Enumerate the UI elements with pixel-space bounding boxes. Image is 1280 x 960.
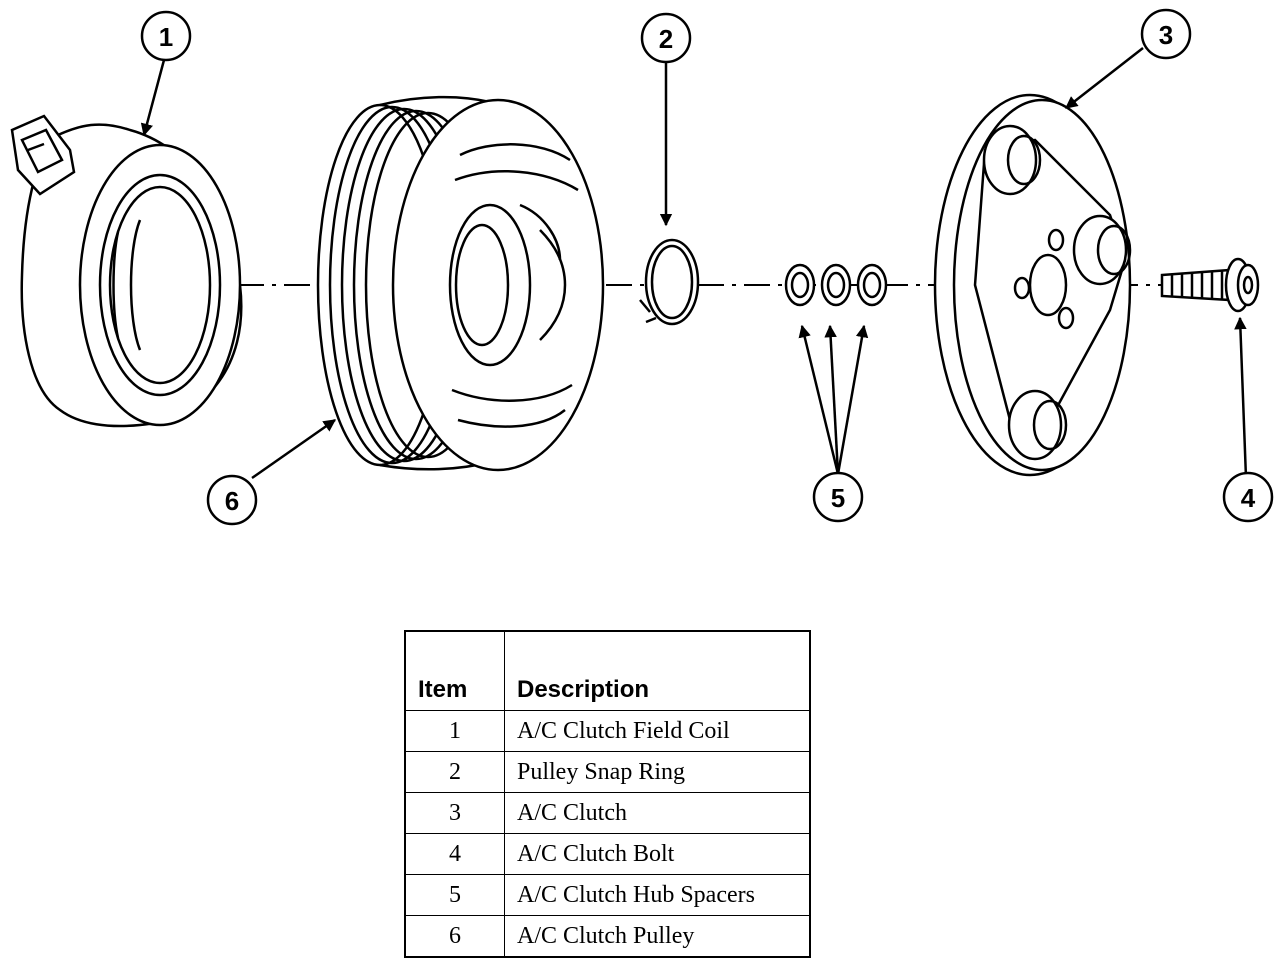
table-row: 2 Pulley Snap Ring (404, 751, 811, 793)
table-header-row: Item Description (404, 630, 811, 711)
callout-number-4: 4 (1241, 483, 1256, 513)
table-row: 1 A/C Clutch Field Coil (404, 710, 811, 752)
item-number-cell: 3 (404, 792, 505, 834)
item-number-cell: 6 (404, 915, 505, 958)
callout-circle-1 (140, 10, 192, 62)
table-row: 6 A/C Clutch Pulley (404, 915, 811, 958)
callout-number-6: 6 (225, 486, 239, 516)
description-cell: Pulley Snap Ring (504, 751, 811, 793)
item-number-cell: 2 (404, 751, 505, 793)
exploded-view-diagram: 1 2 3 4 5 6 (10, 8, 1274, 526)
pulley-part (316, 95, 605, 472)
callout-circle-3 (1140, 8, 1192, 60)
description-cell: A/C Clutch Bolt (504, 833, 811, 875)
callout-circle-6 (206, 474, 258, 526)
table-row: 5 A/C Clutch Hub Spacers (404, 874, 811, 916)
item-number-cell: 1 (404, 710, 505, 752)
callout-circle-2 (640, 12, 692, 64)
description-cell: A/C Clutch Hub Spacers (504, 874, 811, 916)
callout-number-3: 3 (1159, 20, 1173, 50)
item-column-header: Item (404, 630, 505, 711)
parts-legend-table: Item Description 1 A/C Clutch Field Coil… (404, 630, 811, 958)
clutch-plate-part (933, 93, 1132, 477)
callout-number-2: 2 (659, 24, 673, 54)
field-coil-part (10, 114, 243, 428)
item-number-cell: 5 (404, 874, 505, 916)
description-cell: A/C Clutch Pulley (504, 915, 811, 958)
table-row: 3 A/C Clutch (404, 792, 811, 834)
callout-circle-5 (812, 471, 864, 523)
snap-ring-part (639, 238, 700, 326)
callout-circle-4 (1222, 471, 1274, 523)
clutch-bolt-part (1160, 257, 1260, 313)
table-row: 4 A/C Clutch Bolt (404, 833, 811, 875)
leader-arrows (140, 47, 1248, 480)
description-column-header: Description (504, 630, 811, 711)
callout-number-1: 1 (159, 22, 173, 52)
callout-number-5: 5 (831, 483, 845, 513)
description-cell: A/C Clutch (504, 792, 811, 834)
item-number-cell: 4 (404, 833, 505, 875)
description-cell: A/C Clutch Field Coil (504, 710, 811, 752)
hub-spacers-part (784, 263, 888, 307)
